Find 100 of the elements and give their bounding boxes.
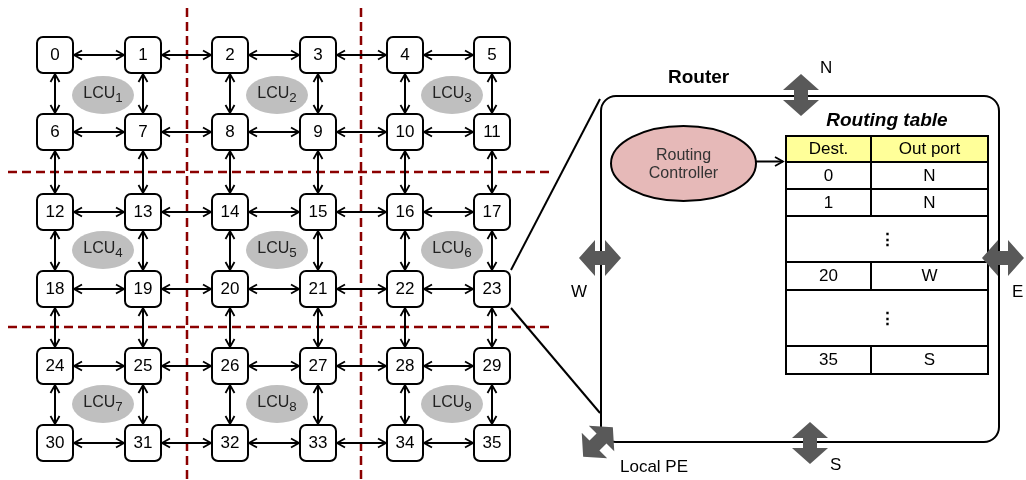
router-node-box: 31 <box>124 424 162 462</box>
router-node-box: 32 <box>211 424 249 462</box>
router-node-box: 33 <box>299 424 337 462</box>
router-node-box: 28 <box>386 347 424 385</box>
router-node-box: 11 <box>473 113 511 151</box>
lcu-ellipse: LCU$_{7}$ <box>72 385 134 423</box>
arrow <box>248 283 300 295</box>
arrow <box>49 150 61 194</box>
router-node-box: 22 <box>386 270 424 308</box>
arrow <box>248 49 300 61</box>
port-label: E <box>1012 282 1024 302</box>
arrow <box>73 126 125 138</box>
arrow <box>312 73 324 114</box>
router-node-box: 34 <box>386 424 424 462</box>
port-label: W <box>571 282 588 302</box>
arrow <box>312 384 324 425</box>
router-node-box: 4 <box>386 36 424 74</box>
arrow <box>224 384 236 425</box>
arrow <box>137 73 149 114</box>
arrow <box>423 437 474 449</box>
arrow <box>486 384 498 425</box>
controller-ellipse: Routing Controller <box>610 125 757 202</box>
router-node-box: 5 <box>473 36 511 74</box>
arrow <box>312 307 324 348</box>
router-node-box: 24 <box>36 347 74 385</box>
arrow <box>248 437 300 449</box>
arrow <box>312 150 324 194</box>
table-cell: S <box>870 345 989 375</box>
router-node-box: 10 <box>386 113 424 151</box>
arrow <box>423 360 474 372</box>
arrow <box>399 150 411 194</box>
arrow <box>312 230 324 271</box>
arrow <box>161 126 212 138</box>
arrow <box>399 307 411 348</box>
lcu-ellipse: LCU$_{3}$ <box>421 76 483 114</box>
router-node-box: 25 <box>124 347 162 385</box>
arrow <box>224 73 236 114</box>
router-node-box: 29 <box>473 347 511 385</box>
router-node-box: 17 <box>473 193 511 231</box>
arrow <box>248 206 300 218</box>
arrow <box>73 360 125 372</box>
arrow <box>161 49 212 61</box>
router-node-box: 2 <box>211 36 249 74</box>
arrow <box>399 230 411 271</box>
port-label: S <box>830 455 842 475</box>
arrow <box>224 307 236 348</box>
table-cell: ⋮ <box>785 289 989 347</box>
arrow <box>224 230 236 271</box>
arrow <box>423 206 474 218</box>
router-node-box: 3 <box>299 36 337 74</box>
router-node-box: 26 <box>211 347 249 385</box>
arrow <box>49 73 61 114</box>
router-node-box: 23 <box>473 270 511 308</box>
table-cell: 35 <box>785 345 872 375</box>
router-node-box: 15 <box>299 193 337 231</box>
arrow <box>137 150 149 194</box>
lcu-ellipse: LCU$_{5}$ <box>246 231 308 269</box>
arrow <box>161 360 212 372</box>
table-cell: ⋮ <box>785 215 989 263</box>
arrow <box>399 384 411 425</box>
lcu-ellipse: LCU$_{1}$ <box>72 76 134 114</box>
arrow <box>336 360 387 372</box>
router-node-box: 8 <box>211 113 249 151</box>
router-node-box: 19 <box>124 270 162 308</box>
port-label: N <box>820 58 833 78</box>
router-node-box: 18 <box>36 270 74 308</box>
header-cell: Dest. <box>785 135 872 163</box>
arrow <box>49 384 61 425</box>
arrow <box>486 230 498 271</box>
router-node-box: 35 <box>473 424 511 462</box>
router-node-box: 27 <box>299 347 337 385</box>
lcu-ellipse: LCU$_{6}$ <box>421 231 483 269</box>
arrow <box>399 73 411 114</box>
router-node-box: 12 <box>36 193 74 231</box>
table-title: Routing table <box>825 109 949 131</box>
lcu-ellipse: LCU$_{9}$ <box>421 385 483 423</box>
arrow <box>423 126 474 138</box>
router-node-box: 14 <box>211 193 249 231</box>
arrow <box>73 437 125 449</box>
arrow <box>161 206 212 218</box>
router-node-box: 6 <box>36 113 74 151</box>
arrow <box>73 283 125 295</box>
arrow <box>49 230 61 271</box>
arrow <box>336 437 387 449</box>
arrow <box>248 126 300 138</box>
router-node-box: 1 <box>124 36 162 74</box>
router-node-box: 20 <box>211 270 249 308</box>
router-node-box: 30 <box>36 424 74 462</box>
arrow <box>73 49 125 61</box>
router-node-box: 0 <box>36 36 74 74</box>
router-node-box: 9 <box>299 113 337 151</box>
zoom-line <box>510 98 601 271</box>
arrow <box>423 49 474 61</box>
lcu-ellipse: LCU$_{2}$ <box>246 76 308 114</box>
arrow <box>161 283 212 295</box>
arrow <box>224 150 236 194</box>
router-node-box: 13 <box>124 193 162 231</box>
router-node-box: 16 <box>386 193 424 231</box>
arrow <box>423 283 474 295</box>
arrow <box>137 230 149 271</box>
